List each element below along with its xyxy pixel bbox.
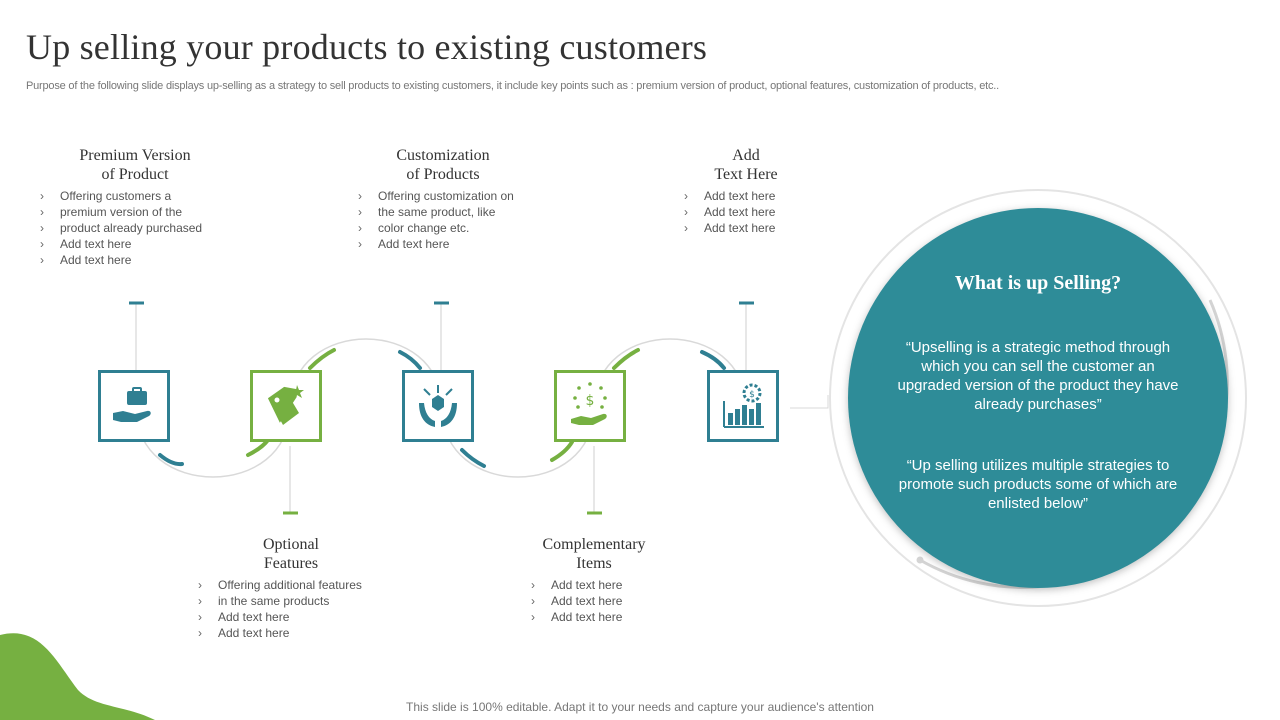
arc-accent-4 (398, 350, 422, 370)
hand-coins-icon: $ (554, 370, 626, 442)
hands-box-icon (402, 370, 474, 442)
footer-note: This slide is 100% editable. Adapt it to… (406, 700, 874, 714)
arc-accent-5 (460, 448, 486, 468)
bullet: Add text here (198, 609, 384, 625)
step-title: Premium Version of Product (79, 147, 191, 183)
step-add-text: Add Text Here Add text here Add text her… (684, 146, 808, 236)
main-circle (848, 208, 1228, 588)
svg-text:$: $ (749, 390, 755, 400)
step-title: Customization of Products (396, 147, 490, 183)
bullet: Offering customization on (358, 188, 528, 204)
bullet: Add text here (198, 625, 384, 641)
arc-accent-6 (550, 440, 574, 462)
svg-text:$: $ (586, 393, 595, 409)
bullet: Add text here (531, 593, 657, 609)
step-title: Complementary Items (542, 536, 646, 572)
bullet: the same product, like (358, 204, 528, 220)
bullet: Offering customers a (40, 188, 230, 204)
step-title: Optional Features (263, 536, 319, 572)
circle-title: What is up Selling? (954, 272, 1122, 294)
arc-accent-7 (612, 348, 640, 370)
arc-accent-1 (158, 453, 184, 467)
bullet: Add text here (40, 252, 230, 268)
arc-accent-3 (308, 348, 336, 370)
hand-briefcase-icon (98, 370, 170, 442)
bullet: Add text here (358, 236, 528, 252)
step-premium-version: Premium Version of Product Offering cust… (40, 146, 230, 268)
arc-accent-8 (700, 350, 726, 370)
price-tag-star-icon (250, 370, 322, 442)
bullet: color change etc. (358, 220, 528, 236)
bullet: Add text here (684, 188, 808, 204)
bullet: in the same products (198, 593, 384, 609)
bullet: Add text here (531, 577, 657, 593)
step-complementary-items: Complementary Items Add text here Add te… (531, 535, 657, 625)
step-optional-features: Optional Features Offering additional fe… (198, 535, 384, 641)
arc-accent-2 (246, 438, 270, 457)
step-title: Add Text Here (714, 147, 778, 183)
page-title: Up selling your products to existing cus… (26, 27, 708, 67)
bullet: Add text here (684, 220, 808, 236)
green-corner-blob (0, 633, 155, 720)
circle-quote-1: “Upselling is a strategic method through… (897, 339, 1179, 413)
growth-chart-gear-icon: $ (707, 370, 779, 442)
step-customization: Customization of Products Offering custo… (358, 146, 528, 252)
circle-link (790, 395, 829, 409)
bullet: product already purchased (40, 220, 230, 236)
bullet: Add text here (684, 204, 808, 220)
bullet: Add text here (531, 609, 657, 625)
bullet: Add text here (40, 236, 230, 252)
page-subtitle: Purpose of the following slide displays … (26, 80, 999, 92)
outer-ring (829, 189, 1247, 607)
bullet: Offering additional features (198, 577, 384, 593)
bullet: premium version of the (40, 204, 230, 220)
circle-quote-2: “Up selling utilizes multiple strategies… (898, 457, 1178, 512)
